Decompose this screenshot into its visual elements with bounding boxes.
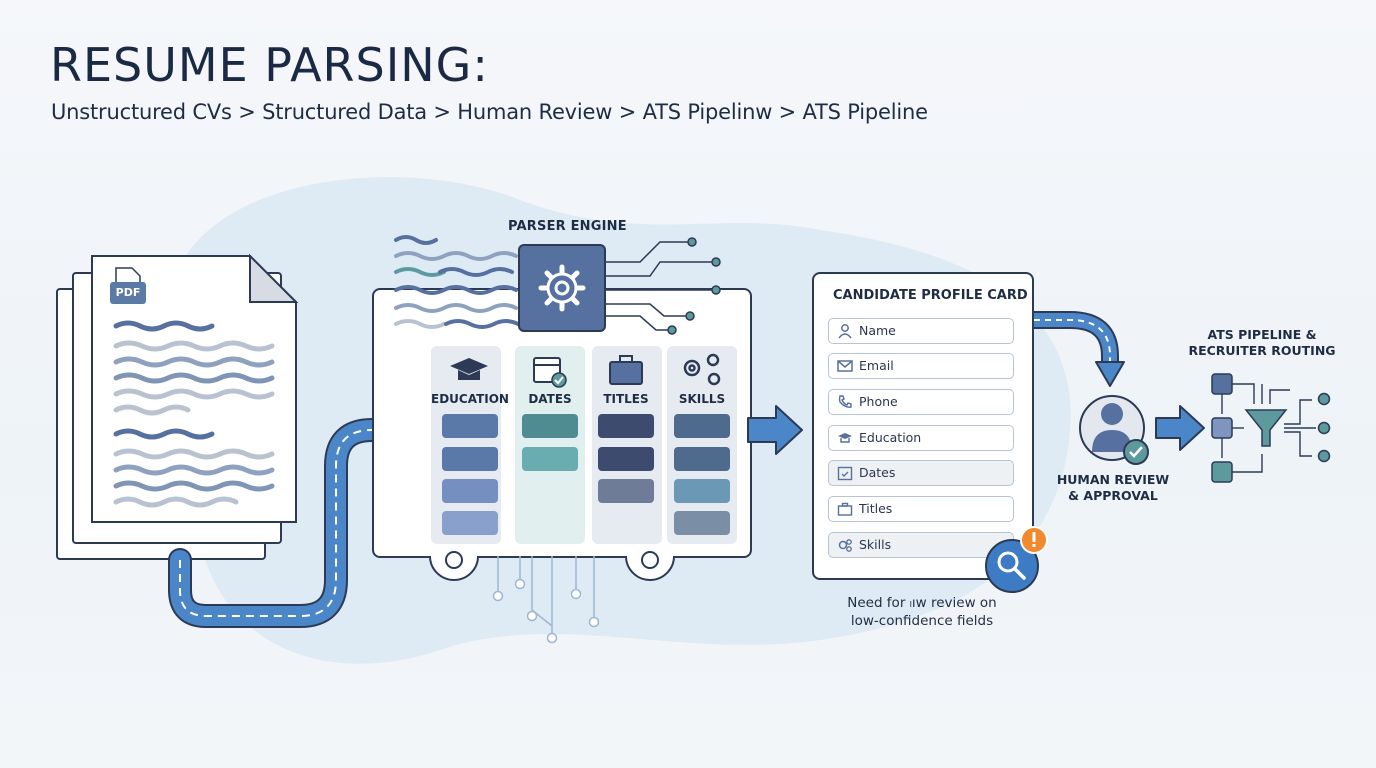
field-label: Skills	[859, 537, 892, 552]
profile-card-title: CANDIDATE PROFILE CARD	[833, 288, 1028, 303]
field-label: Phone	[859, 394, 898, 409]
field-label: Email	[859, 358, 894, 373]
profile-field-dates[interactable]: Dates	[828, 460, 1014, 486]
graduation-cap-icon	[838, 433, 852, 443]
profile-field-education[interactable]: Education	[828, 425, 1014, 451]
education-field-block	[442, 479, 498, 503]
person-icon	[1092, 403, 1132, 452]
human-review-label: HUMAN REVIEW & APPROVAL	[1052, 472, 1174, 504]
field-label: Name	[859, 323, 896, 338]
field-label: Education	[859, 430, 922, 445]
human-label-line-2: & APPROVAL	[1068, 488, 1158, 503]
gears-icon	[683, 353, 721, 386]
education-field-block	[442, 414, 498, 438]
dates-field-block	[522, 414, 578, 438]
education-field-block	[442, 447, 498, 471]
phone-icon	[838, 395, 852, 408]
gear-icon	[538, 264, 586, 312]
ats-pipeline-label: ATS PIPELINE & RECRUITER ROUTING	[1186, 327, 1338, 359]
gears-icon	[838, 539, 852, 552]
education-field-block	[442, 511, 498, 535]
user-icon	[838, 324, 852, 339]
review-note-line-1: Need for ₗıw review on	[847, 595, 997, 611]
graduation-cap-icon	[450, 358, 488, 380]
page-title: RESUME PARSING:	[50, 38, 489, 92]
profile-field-phone[interactable]: Phone	[828, 389, 1014, 415]
review-note-line-2: low-confidence fields	[850, 613, 994, 629]
ats-label-line-2: RECRUITER ROUTING	[1188, 343, 1336, 358]
profile-field-name[interactable]: Name	[828, 318, 1014, 344]
column-label-skills: SKILLS	[678, 392, 726, 406]
field-label: Titles	[859, 501, 893, 516]
envelope-icon	[837, 360, 853, 372]
briefcase-icon	[609, 355, 643, 385]
dates-field-block	[522, 447, 578, 471]
field-label: Dates	[859, 465, 896, 480]
profile-field-email[interactable]: Email	[828, 353, 1014, 379]
calendar-check-icon	[837, 466, 853, 481]
human-label-line-1: HUMAN REVIEW	[1056, 472, 1170, 487]
parser-engine-label: PARSER ENGINE	[508, 219, 627, 234]
briefcase-icon	[837, 502, 853, 516]
pdf-badge: PDF	[110, 282, 146, 304]
skills-field-block	[674, 511, 730, 535]
low-confidence-review-note: Need for ₗıw review on low-confidence fi…	[822, 594, 1022, 630]
titles-field-block	[598, 447, 654, 471]
profile-field-skills[interactable]: Skills	[828, 532, 1014, 558]
parser-gear-box	[518, 244, 606, 332]
column-label-education: EDUCATION	[431, 392, 509, 406]
calendar-check-icon	[533, 357, 567, 388]
column-label-dates: DATES	[528, 392, 572, 406]
funnel-icon	[1244, 409, 1288, 447]
column-label-titles: TITLES	[603, 392, 649, 406]
titles-field-block	[598, 479, 654, 503]
skills-field-block	[674, 447, 730, 471]
page-subtitle: Unstructured CVs > Structured Data > Hum…	[51, 100, 928, 124]
skills-field-block	[674, 479, 730, 503]
skills-field-block	[674, 414, 730, 438]
titles-field-block	[598, 414, 654, 438]
ats-label-line-1: ATS PIPELINE &	[1207, 327, 1317, 342]
profile-field-titles[interactable]: Titles	[828, 496, 1014, 522]
